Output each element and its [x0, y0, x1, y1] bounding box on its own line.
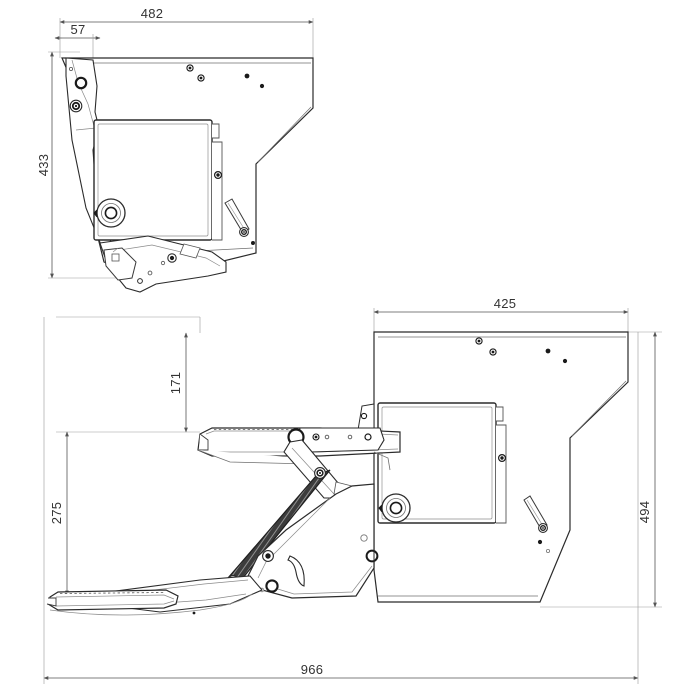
rocker-pivot-lower	[265, 579, 279, 593]
upper-rod-mount-dot	[251, 241, 255, 245]
dimension-57: 57	[54, 22, 101, 58]
rocker-hole-right-b	[365, 549, 379, 563]
upper-housing-tab	[212, 123, 220, 139]
boom-link-hole-a	[324, 434, 330, 440]
upper-arm-pivot-center	[169, 255, 175, 261]
dimension-494: 494	[540, 331, 662, 608]
lower-view-group: 425 171 275 494	[43, 296, 662, 684]
upper-dot-d	[259, 83, 265, 89]
lower-fastener-a	[475, 337, 483, 345]
upper-pivot-hole-large	[74, 76, 88, 90]
lower-foot-dotted-surface	[59, 592, 165, 594]
upper-folded-arm	[99, 235, 227, 293]
upper-arm-foot-pad	[111, 253, 120, 262]
lower-fastener-b	[489, 348, 497, 356]
upper-view-group: 482 57 433	[36, 6, 314, 293]
lower-housing-box	[377, 402, 507, 524]
upper-housing-inner	[97, 123, 209, 237]
lower-dot-c	[545, 348, 551, 354]
lower-foot-inner-top	[55, 594, 175, 600]
dim-57-label: 57	[70, 22, 85, 37]
upper-dot-c	[244, 73, 250, 79]
upper-fastener-a	[186, 64, 194, 72]
upper-deck-fasteners	[186, 64, 265, 89]
lower-actuator-rod	[523, 495, 551, 554]
lower-foot-underside-curve	[49, 593, 253, 616]
upper-arm-foot-edge	[112, 247, 119, 253]
diagonal-link-centerline	[291, 447, 335, 495]
dim-494-label: 494	[637, 501, 652, 524]
lower-foot-inner-bottom	[55, 600, 175, 607]
boom-tie-lines	[373, 451, 391, 568]
upper-housing-box	[93, 119, 223, 241]
lower-rocker-inner-edge	[257, 497, 331, 579]
lower-housing-tab	[496, 406, 504, 422]
lower-dot-d	[562, 358, 568, 364]
lower-output-hub-bore	[389, 501, 403, 515]
lower-housing-inner	[381, 406, 493, 520]
lower-rocker-inner-lower	[267, 565, 373, 595]
rocker-pivot-upper-center	[265, 553, 271, 559]
lower-rod-small-hole	[546, 549, 551, 554]
upper-fastener-b	[197, 74, 205, 82]
lower-foot-pad	[46, 589, 253, 616]
lower-deck-fasteners	[475, 337, 568, 364]
upper-arm-link-stub	[179, 243, 201, 259]
dim-482-label: 482	[141, 6, 164, 21]
dimension-425: 425	[373, 296, 629, 332]
dimension-275: 275	[49, 431, 69, 596]
boom-link-hole-b	[347, 434, 353, 440]
upper-small-hole	[69, 67, 74, 72]
upper-housing-flange	[212, 141, 223, 241]
upper-rod-eye-center	[243, 231, 245, 233]
upper-actuator-rod	[224, 198, 255, 245]
lower-hub-keyway	[378, 504, 383, 513]
drawing-sheet: 482 57 433	[36, 6, 662, 684]
upper-hub-keyway	[93, 209, 98, 218]
lower-rod-mount-dot	[537, 539, 543, 545]
lower-chamfer-inner	[571, 380, 627, 437]
upper-arm-inner-edge	[112, 244, 221, 267]
dim-433-label: 433	[36, 154, 51, 177]
lower-foot-dot	[192, 611, 196, 615]
upper-bracket-rib	[75, 127, 97, 131]
upper-chamfer-inner	[257, 106, 312, 163]
lower-flange-bolt-center	[500, 456, 504, 460]
rocker-crescent-slot	[287, 555, 305, 587]
upper-arm-hole-c	[137, 278, 143, 284]
dimension-966: 966	[43, 317, 639, 684]
upper-arm-hole-b	[147, 270, 153, 276]
rocker-hole-right-a	[360, 534, 368, 542]
upper-rod-centerline	[227, 202, 246, 231]
lower-rocker-plate	[247, 483, 375, 599]
upper-bracket-fold	[71, 59, 95, 127]
lower-rod-eye-center	[542, 527, 544, 529]
upper-arm-hole-a	[160, 260, 166, 266]
lower-housing-flange	[496, 424, 507, 524]
dim-275-label: 275	[49, 502, 64, 525]
boom-link-hole-c	[364, 433, 372, 441]
boom-tie-line-a	[373, 451, 391, 471]
upper-output-hub-bore	[104, 206, 118, 220]
dimension-171: 171	[56, 316, 201, 433]
dim-171-label: 171	[168, 372, 183, 395]
upper-pivot-boss-center	[74, 104, 78, 108]
lower-bracket-hole-upper	[360, 412, 368, 420]
lower-rod-centerline	[526, 499, 544, 527]
upper-flange-bolt-center	[216, 173, 220, 177]
dim-966-label: 966	[301, 662, 324, 677]
ram-upper-eye-center	[319, 472, 321, 474]
lower-rocker-body	[247, 483, 379, 599]
lower-foot-end-cap	[46, 597, 57, 607]
boom-link-bolt	[312, 433, 320, 441]
dimension-482: 482	[59, 6, 314, 58]
boom-upper-end-cap	[199, 433, 209, 451]
dim-425-label: 425	[494, 296, 517, 311]
